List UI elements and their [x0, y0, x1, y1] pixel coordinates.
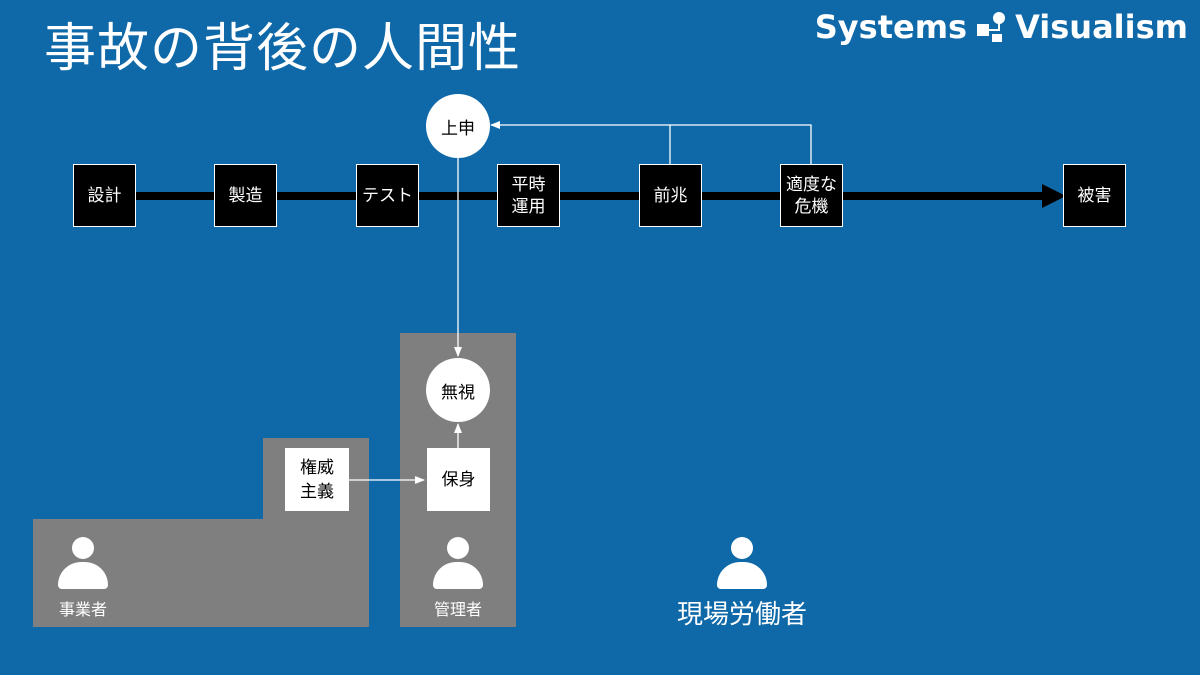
link-crisis-to-report — [490, 121, 812, 164]
timeline-node-manufacturing: 製造 — [214, 164, 277, 227]
timeline-node-design: 設計 — [73, 164, 136, 227]
timeline-node-test: テスト — [356, 164, 419, 227]
manager-label: 管理者 — [433, 600, 482, 619]
business-owner-person-icon — [58, 537, 108, 589]
report-circle: 上申 — [426, 94, 490, 158]
authoritarianism-box: 権威 主義 — [285, 448, 349, 511]
systems-visualism-logo-icon — [977, 12, 1006, 42]
manager-person-icon — [433, 537, 483, 589]
page-title: 事故の背後の人間性 — [44, 19, 522, 79]
field-worker-label: 現場労働者 — [676, 600, 807, 630]
timeline-node-damage: 被害 — [1063, 164, 1126, 227]
timeline-node-moderate-crisis: 適度な 危機 — [780, 164, 843, 227]
timeline-node-precursor: 前兆 — [639, 164, 702, 227]
timeline-arrowhead — [1042, 184, 1066, 208]
business-owner-label: 事業者 — [58, 600, 107, 619]
timeline-node-normal-operation: 平時 運用 — [497, 164, 560, 227]
brand-right: Visualism — [1015, 8, 1188, 46]
ignore-circle: 無視 — [426, 358, 490, 422]
brand-logo: Systems Visualism — [815, 8, 1188, 46]
brand-left: Systems — [814, 8, 968, 46]
self-protection-box: 保身 — [427, 448, 490, 511]
field-worker-person-icon — [717, 537, 767, 589]
